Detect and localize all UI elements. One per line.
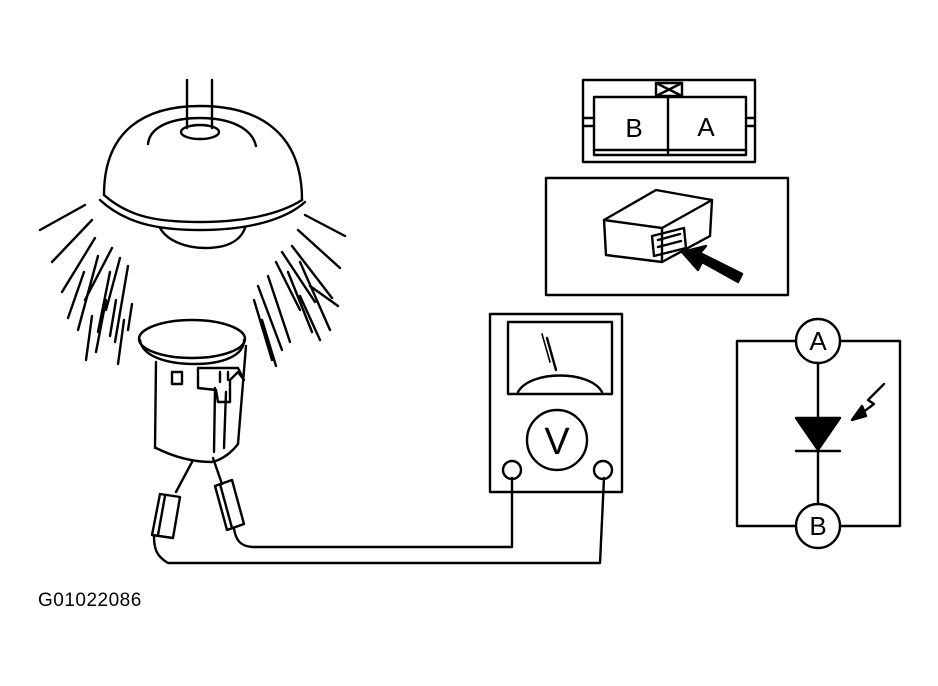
voltmeter-icon (488, 312, 624, 494)
connector-terminal-a: A (697, 112, 715, 142)
lamp-icon (38, 78, 347, 368)
schematic-node-b: B (809, 511, 826, 541)
photodiode-icon (735, 317, 902, 550)
connector-face (581, 78, 757, 164)
sensor-icon (137, 318, 606, 565)
connector-icon (544, 176, 790, 297)
connector-terminal-b: B (625, 113, 642, 143)
voltmeter-symbol: V (544, 421, 570, 463)
arrow-icon (680, 244, 744, 284)
schematic-node-a: A (809, 326, 827, 356)
figure-id: G01022086 (38, 590, 142, 611)
